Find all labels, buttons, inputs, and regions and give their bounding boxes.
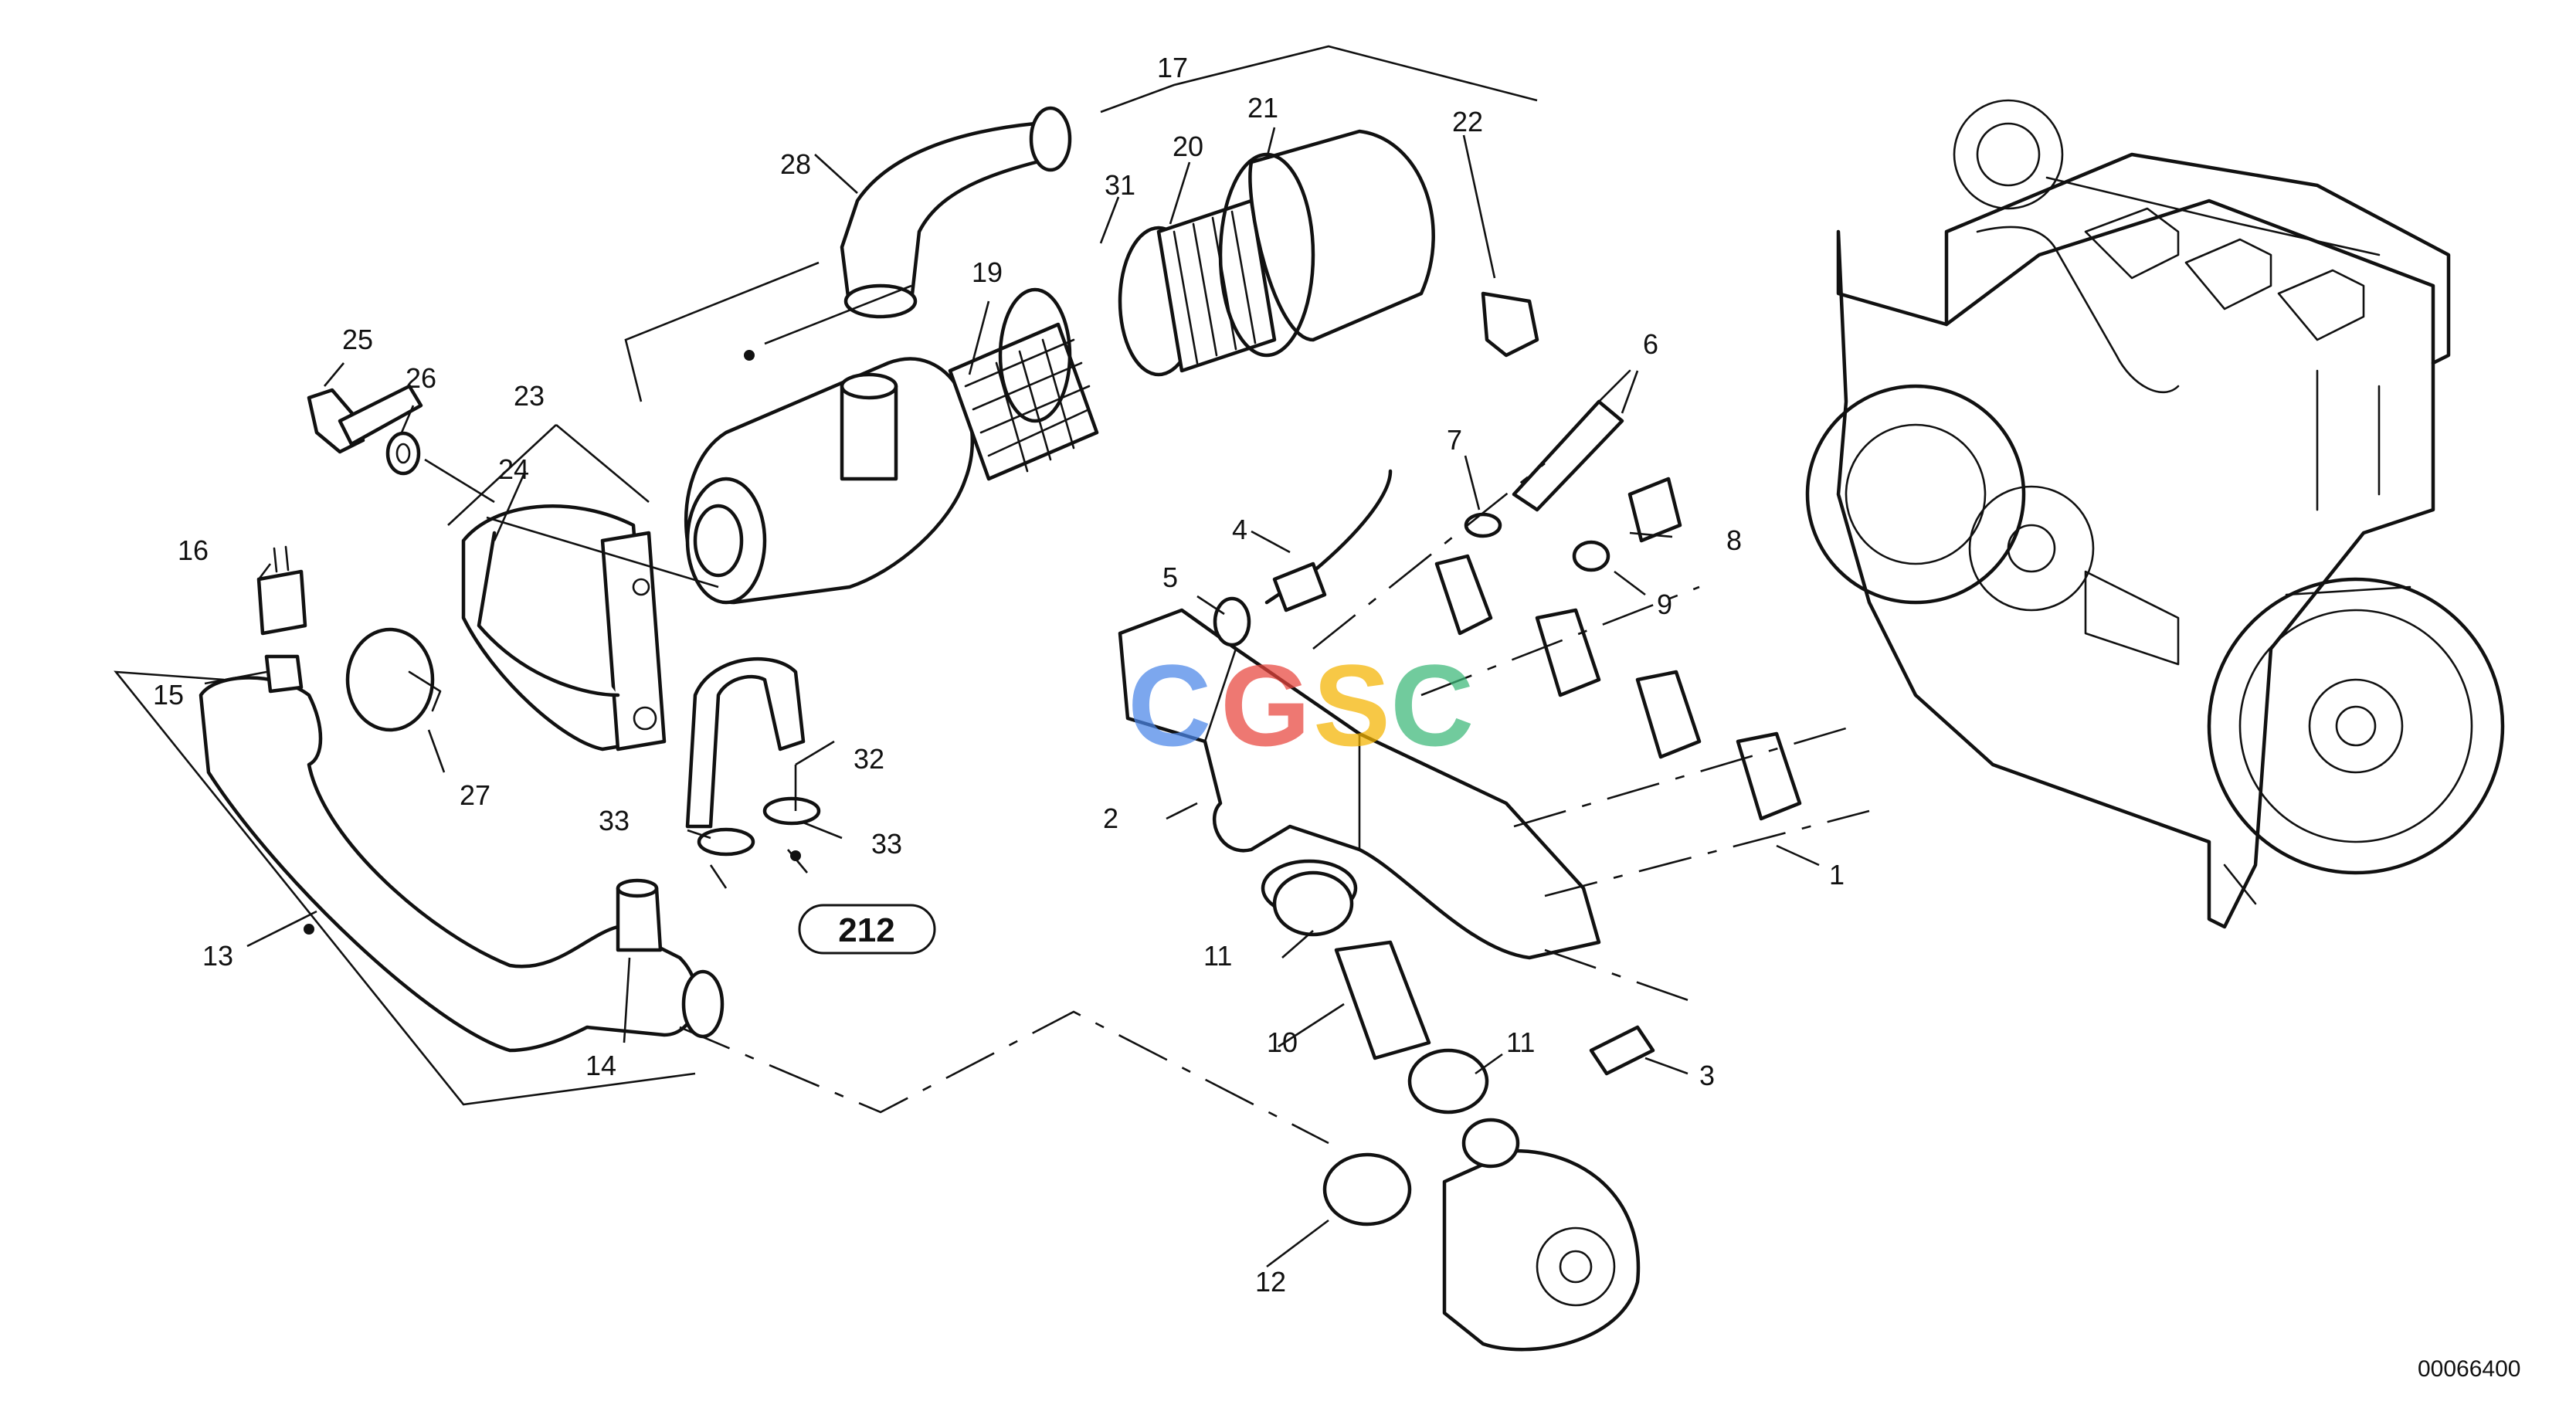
watermark-logo: C G S C xyxy=(1128,640,1474,770)
callout-8[interactable]: 8 xyxy=(1726,524,1742,556)
callout-10[interactable]: 10 xyxy=(1267,1026,1298,1058)
callout-1[interactable]: 1 xyxy=(1829,859,1845,891)
callout-17[interactable]: 17 xyxy=(1157,52,1188,83)
callout-33a[interactable]: 33 xyxy=(599,805,630,836)
callout-6[interactable]: 6 xyxy=(1643,328,1658,360)
callout-5[interactable]: 5 xyxy=(1162,562,1178,593)
dash-centerlines xyxy=(679,462,1870,1145)
callout-25[interactable]: 25 xyxy=(342,324,373,355)
callout-2[interactable]: 2 xyxy=(1103,802,1118,834)
reference-number: 212 xyxy=(838,911,894,949)
document-id: 00066400 xyxy=(2418,1356,2520,1382)
callout-16[interactable]: 16 xyxy=(178,534,209,566)
callout-21[interactable]: 21 xyxy=(1247,92,1278,124)
callout-11a[interactable]: 11 xyxy=(1203,940,1232,972)
callout-24[interactable]: 24 xyxy=(498,453,529,485)
callout-12[interactable]: 12 xyxy=(1255,1266,1286,1298)
callout-9[interactable]: 9 xyxy=(1657,589,1672,620)
callout-labels: 1 2 3 4 5 6 7 8 9 10 11 11 12 13 14 15 1… xyxy=(153,52,1845,1298)
watermark-letter: C xyxy=(1390,640,1474,770)
callout-13[interactable]: 13 xyxy=(202,940,233,972)
callout-33b[interactable]: 33 xyxy=(871,828,902,860)
callout-11b[interactable]: 11 xyxy=(1506,1026,1535,1058)
callout-31[interactable]: 31 xyxy=(1105,169,1135,201)
leader-lines xyxy=(114,45,1820,1268)
engine-assembly xyxy=(1805,99,2505,929)
callout-14[interactable]: 14 xyxy=(585,1050,616,1081)
callout-4[interactable]: 4 xyxy=(1232,514,1247,545)
small-fittings xyxy=(1213,369,1682,1352)
callout-15[interactable]: 15 xyxy=(153,679,184,711)
small-hose-clamps xyxy=(685,657,821,857)
callout-26[interactable]: 26 xyxy=(406,362,436,394)
reference-box-212[interactable]: 212 xyxy=(798,904,936,955)
callout-22[interactable]: 22 xyxy=(1452,106,1483,137)
dot-markers xyxy=(304,350,801,935)
mounting-bracket xyxy=(307,384,667,751)
watermark-letter: G xyxy=(1220,640,1311,770)
watermark-letter: C xyxy=(1128,640,1211,770)
callout-7[interactable]: 7 xyxy=(1447,424,1462,456)
callout-19[interactable]: 19 xyxy=(972,256,1003,288)
air-filter-assembly xyxy=(684,106,1539,605)
watermark-letter: S xyxy=(1313,640,1390,770)
callout-23[interactable]: 23 xyxy=(514,380,545,412)
callout-3[interactable]: 3 xyxy=(1699,1060,1715,1091)
callout-27[interactable]: 27 xyxy=(460,779,490,811)
coolant-hose-assembly xyxy=(199,545,725,1053)
callout-32[interactable]: 32 xyxy=(854,743,884,775)
callout-20[interactable]: 20 xyxy=(1173,131,1203,162)
callout-28[interactable]: 28 xyxy=(780,148,811,180)
